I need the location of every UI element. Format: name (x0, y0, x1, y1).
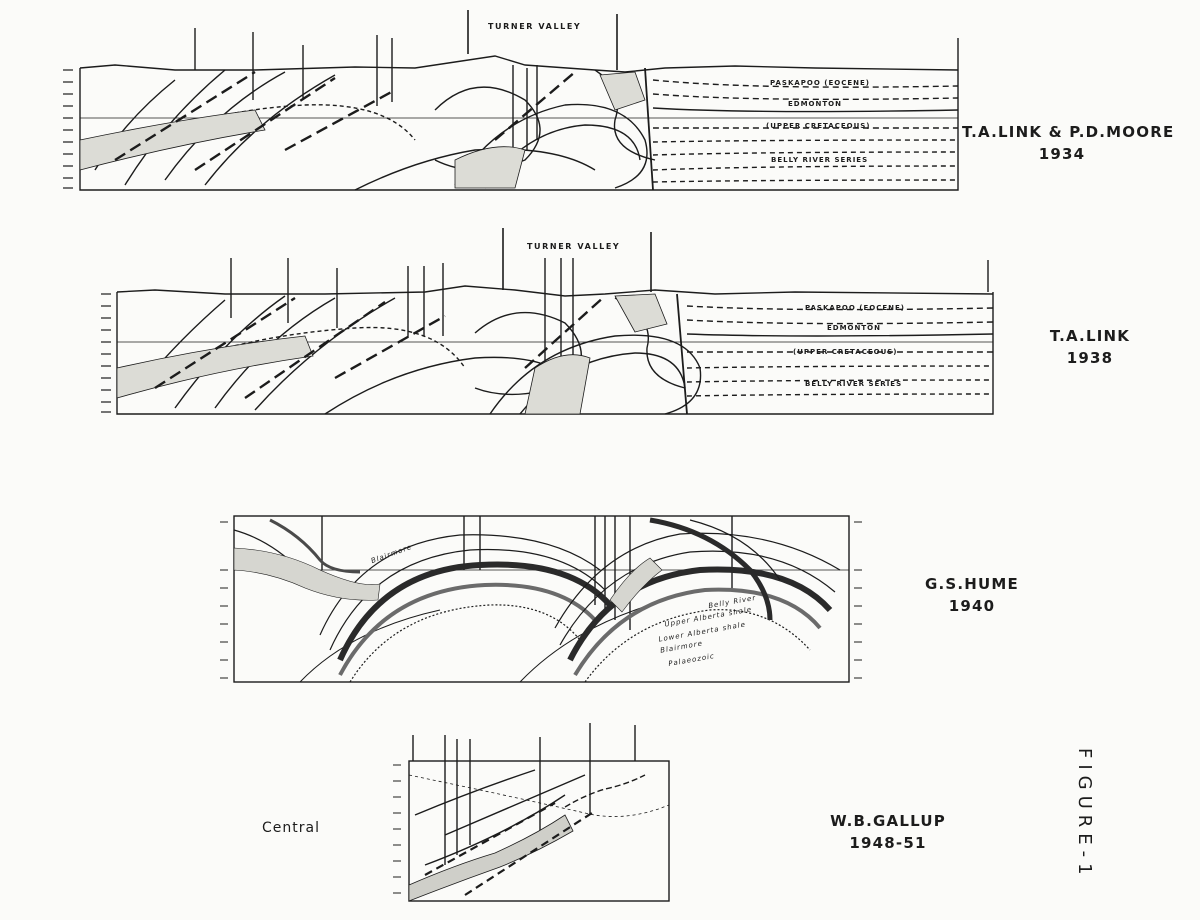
field-label-turner-valley: TURNER VALLEY (527, 242, 621, 251)
author-label-gallup: W.B.GALLUP 1948-51 (788, 811, 988, 855)
figure-label: FIGURE-1 (1074, 748, 1095, 881)
unit-label-edmonton: EDMONTON (788, 100, 842, 108)
author-label-hume: G.S.HUME 1940 (872, 574, 1072, 618)
author-year: 1934 (1038, 144, 1086, 163)
field-label-turner-valley: TURNER VALLEY (488, 22, 582, 31)
cross-section-hume-1940: Blairmore Belly River Upper Alberta shal… (210, 510, 870, 690)
unit-label-edmonton: EDMONTON (827, 324, 881, 332)
cross-section-drawing (393, 723, 670, 902)
author-name: G.S.HUME (924, 575, 1020, 593)
unit-label-upper-cretaceous: (UPPER CRETACEOUS) (793, 348, 898, 356)
side-label-central: Central (262, 820, 320, 836)
cross-section-link-1938: TURNER VALLEY PASKAPOO (EOCENE) EDMONTON… (95, 228, 1005, 423)
author-year: 1938 (1066, 348, 1114, 367)
unit-label-upper-cretaceous: (UPPER CRETACEOUS) (766, 122, 871, 130)
cross-section-drawing (220, 515, 862, 683)
author-label-link-moore: T.A.LINK & P.D.MOORE 1934 (962, 122, 1175, 166)
unit-label-belly-river: BELLY RIVER SERIES (771, 156, 869, 164)
cross-section-link-moore-1934: TURNER VALLEY PASKAPOO (EOCENE) EDMONTON… (55, 10, 1175, 195)
unit-label-paskapoo: PASKAPOO (EOCENE) (770, 79, 870, 87)
unit-label-paskapoo: PASKAPOO (EOCENE) (805, 304, 905, 312)
unit-label-belly-river: BELLY RIVER SERIES (805, 380, 903, 388)
cross-section-drawing (63, 10, 959, 191)
author-year: 1948-51 (849, 833, 927, 852)
author-name: W.B.GALLUP (830, 812, 946, 830)
author-name: T.A.LINK (1049, 327, 1131, 345)
cross-section-drawing (101, 228, 994, 415)
author-year: 1940 (948, 596, 996, 615)
author-label-link: T.A.LINK 1938 (990, 326, 1190, 370)
cross-section-gallup-1948-51 (385, 715, 685, 915)
author-name: T.A.LINK & P.D.MOORE (962, 123, 1175, 141)
